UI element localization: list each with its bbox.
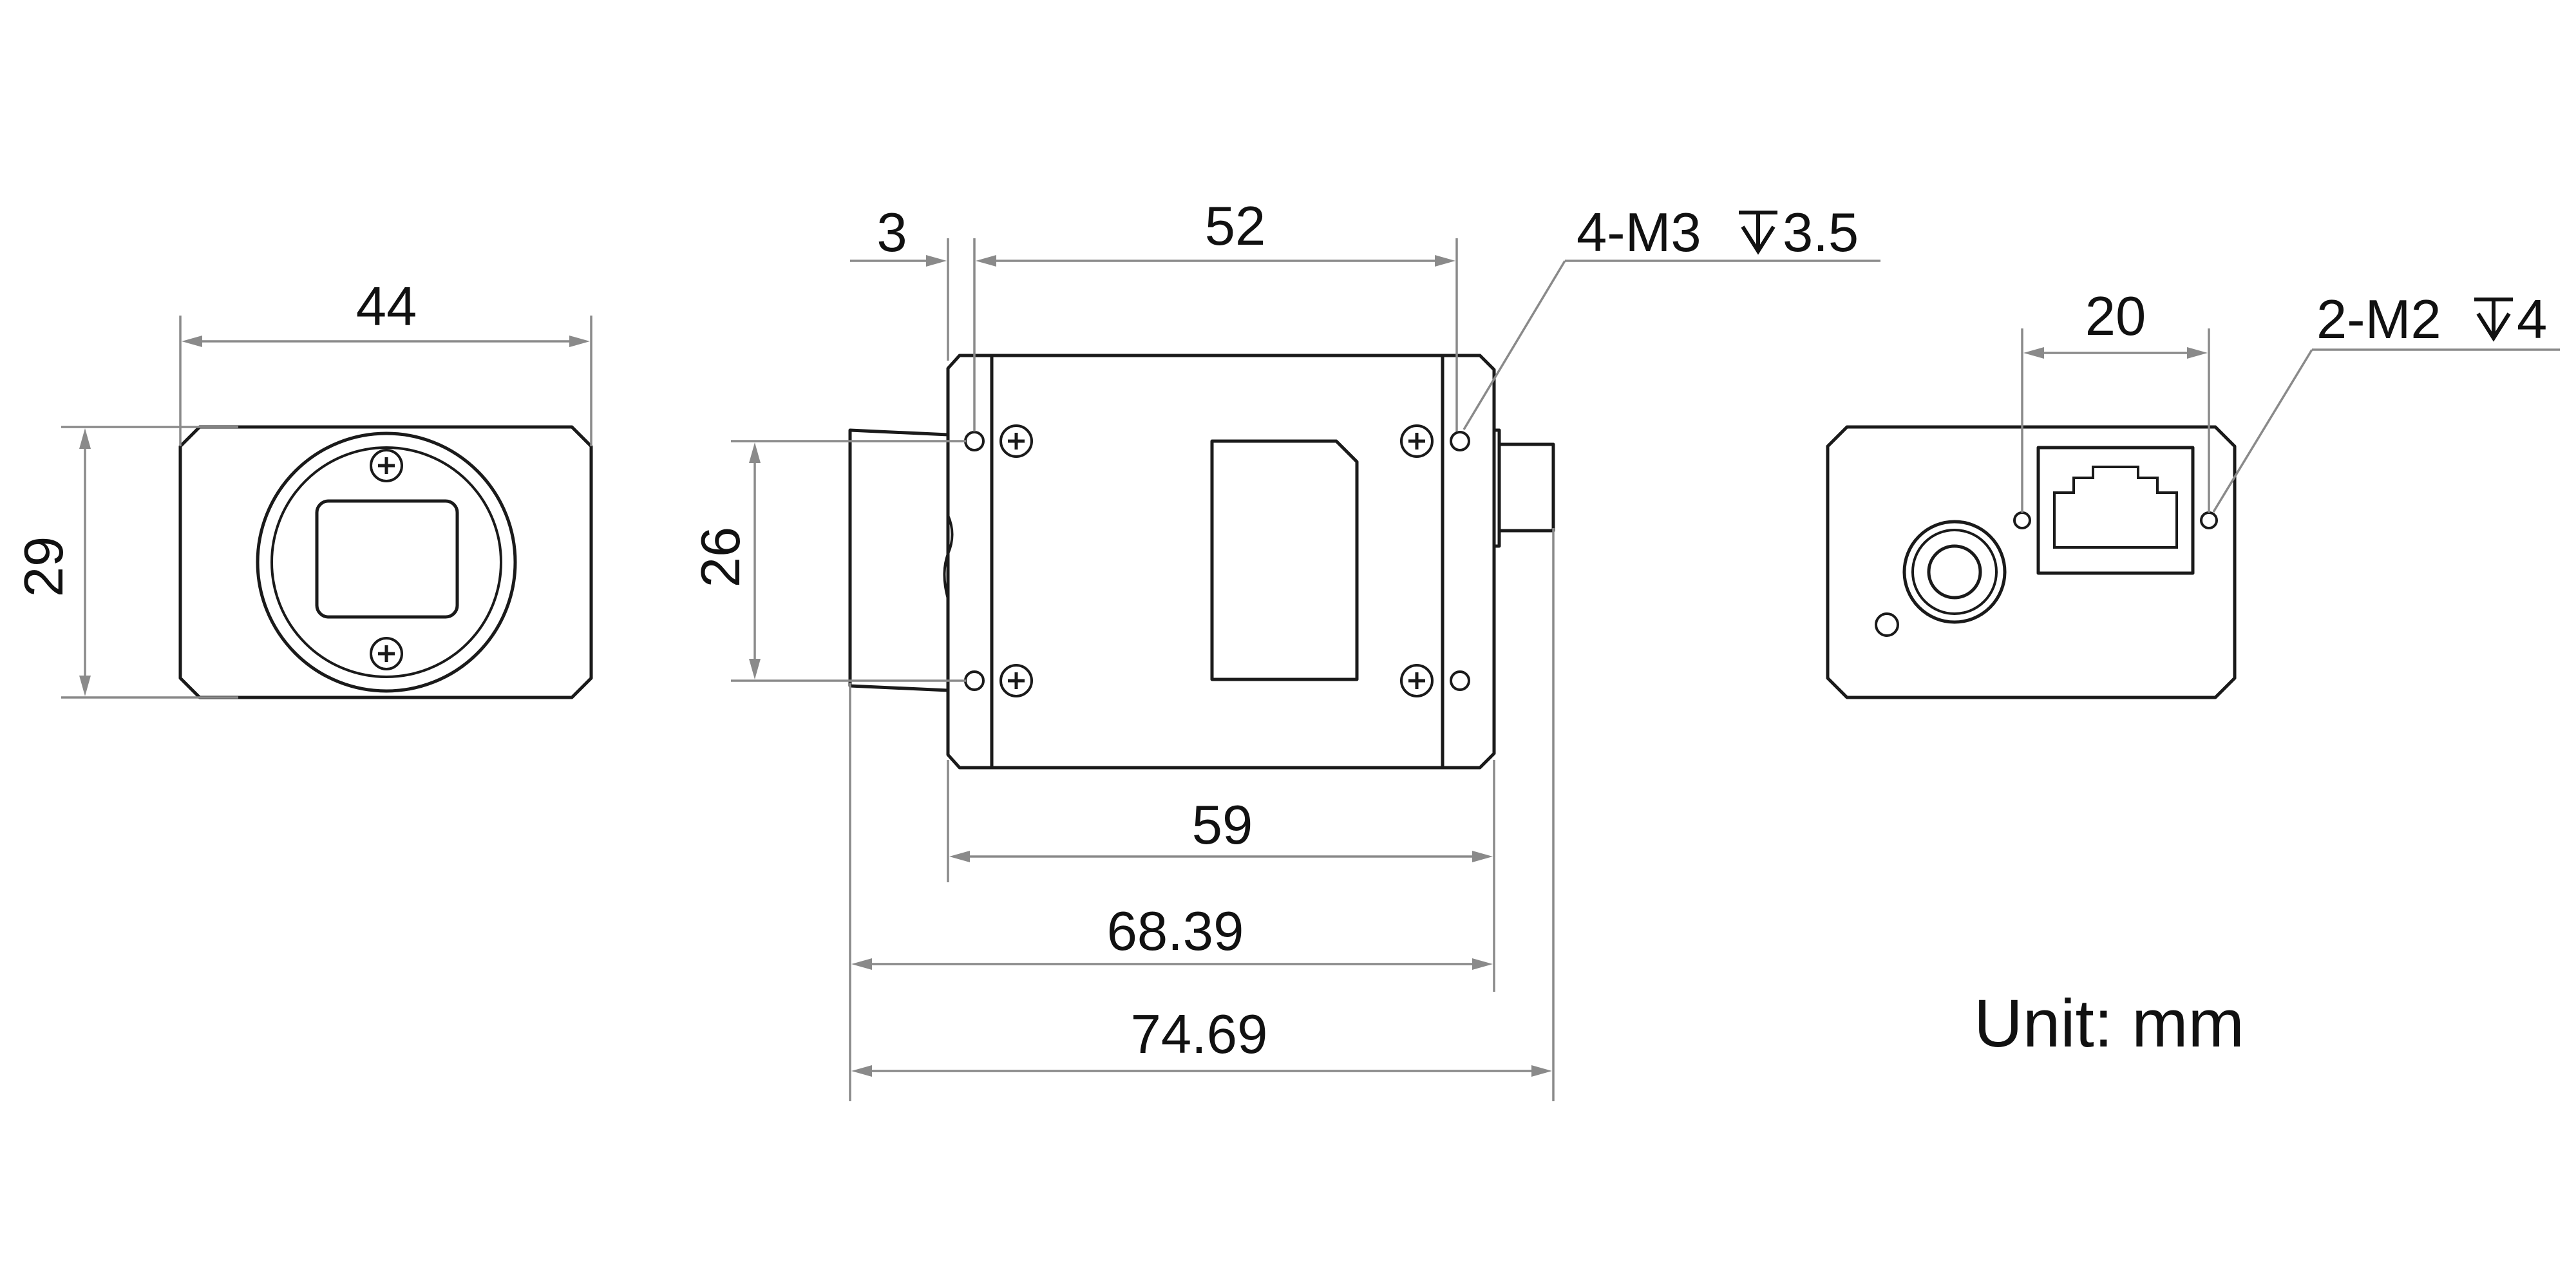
rear-hole-left	[2013, 511, 2031, 529]
side-view: 3 52 4-M3 3.5 26 59	[690, 196, 1880, 1101]
front-screw-bottom-icon	[371, 638, 402, 669]
depth-symbol-icon	[1739, 211, 1777, 255]
side-screw-bottom-left-icon	[1001, 665, 1032, 696]
label-plate	[1210, 439, 1359, 681]
lens-mount-outer-ring	[256, 431, 517, 693]
rear-holes-thread-label: 2-M2	[2316, 289, 2441, 350]
rear-view: 20 2-M2 4	[1826, 286, 2560, 699]
led-indicator	[1875, 612, 1899, 637]
side-height-label: 26	[690, 527, 752, 588]
io-connector-ring	[1911, 529, 1998, 615]
front-screw-top-icon	[371, 450, 402, 481]
side-length-with-mount-label: 68.39	[1107, 901, 1244, 962]
sensor-window	[315, 499, 459, 619]
front-height-label: 29	[14, 536, 75, 598]
side-flange-label: 3	[876, 202, 907, 263]
io-connector-inner	[1927, 544, 1982, 600]
side-hole-spacing-label: 52	[1205, 196, 1266, 257]
front-housing-outline	[178, 425, 593, 699]
side-hole-bottom-left	[964, 670, 985, 691]
side-holes-callout: 4-M3 3.5	[1577, 202, 1859, 263]
side-housing-outline	[946, 354, 1496, 770]
ethernet-port	[2036, 446, 2195, 575]
side-holes-depth-label: 3.5	[1783, 202, 1859, 263]
side-hole-top-left	[964, 431, 985, 451]
side-total-length-label: 74.69	[1131, 1004, 1268, 1065]
rear-hole-right	[2200, 511, 2218, 529]
rear-holes-depth-label: 4	[2517, 289, 2547, 350]
side-screw-top-right-icon	[1401, 426, 1432, 457]
rear-hole-spacing-label: 20	[2085, 286, 2146, 347]
side-hole-top-right	[1450, 431, 1470, 451]
rear-connector-body	[1497, 442, 1555, 533]
depth-symbol-icon	[2474, 298, 2513, 342]
side-screw-bottom-right-icon	[1401, 665, 1432, 696]
front-view: 44 29	[14, 276, 593, 699]
front-width-label: 44	[356, 276, 417, 337]
lens-mount-profile	[848, 428, 949, 692]
unit-label: Unit: mm	[1974, 986, 2244, 1061]
side-screw-top-left-icon	[1001, 426, 1032, 457]
side-holes-thread-label: 4-M3	[1577, 202, 1701, 263]
lens-mount-inner-ring	[270, 446, 502, 678]
ethernet-port-socket-icon	[2053, 466, 2178, 549]
side-hole-bottom-right	[1450, 670, 1470, 691]
rear-holes-callout: 2-M2 4	[2316, 289, 2547, 350]
io-connector-outer	[1902, 520, 2007, 624]
rear-housing-outline	[1826, 425, 2237, 699]
side-body-length-label: 59	[1192, 795, 1253, 856]
